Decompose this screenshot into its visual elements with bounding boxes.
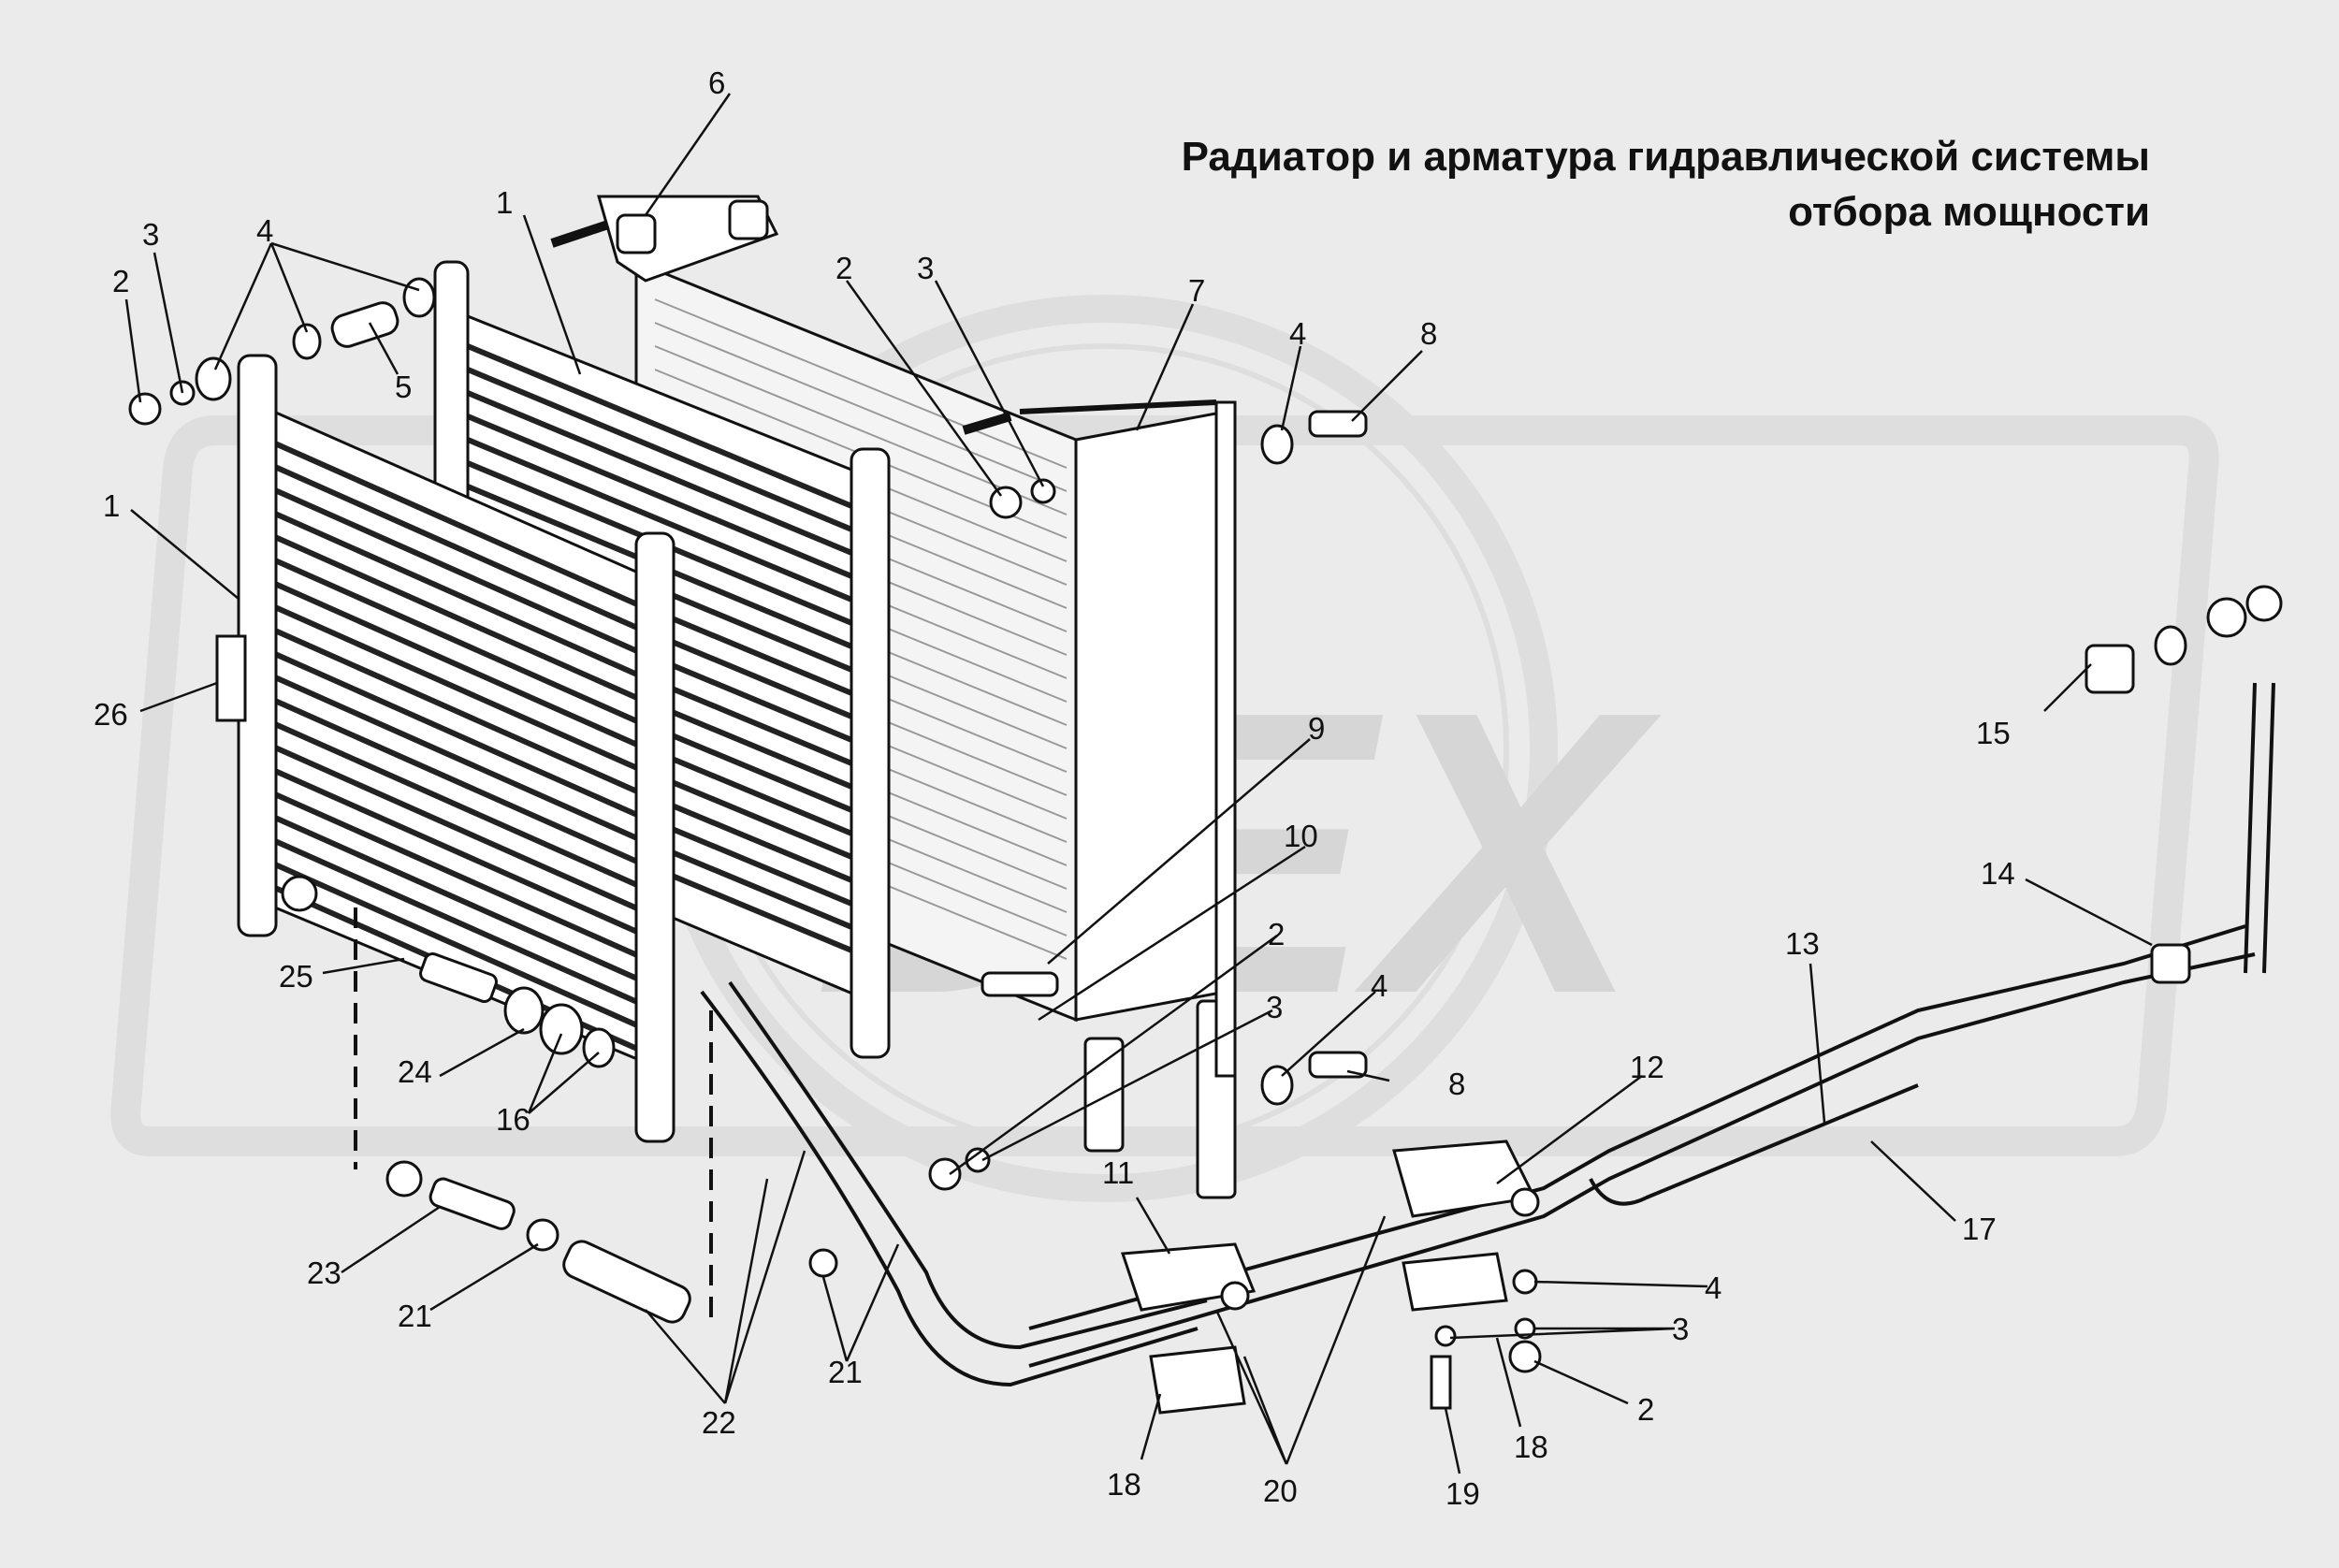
callout-14: 14 <box>1981 856 2015 891</box>
hardware <box>128 277 2283 1410</box>
callout-3: 3 <box>917 251 934 285</box>
callout-25: 25 <box>279 959 313 994</box>
callout-18: 18 <box>1107 1467 1141 1502</box>
callout-9: 9 <box>1308 711 1325 746</box>
callout-2: 2 <box>1268 917 1285 951</box>
callout-1: 1 <box>496 185 513 220</box>
top-bracket <box>550 195 1012 435</box>
callout-8: 8 <box>1448 1067 1465 1101</box>
callout-4: 4 <box>1371 968 1387 1003</box>
callout-23: 23 <box>307 1256 341 1290</box>
callout-numbers: 6 1 3 4 2 5 2 3 7 4 8 1 26 9 10 2 3 4 8 … <box>94 65 2015 1511</box>
callout-24: 24 <box>398 1054 432 1089</box>
radiator-front <box>215 354 676 1143</box>
callout-20: 20 <box>1263 1474 1298 1508</box>
callout-22: 22 <box>702 1405 736 1440</box>
callout-3: 3 <box>1266 990 1283 1024</box>
callout-21: 21 <box>398 1299 432 1333</box>
callout-6: 6 <box>708 65 725 100</box>
callout-21: 21 <box>828 1355 863 1389</box>
callout-2: 2 <box>1637 1392 1654 1427</box>
callout-2: 2 <box>112 264 129 298</box>
callout-3: 3 <box>1672 1312 1689 1346</box>
diagram-title-line-1: Радиатор и арматура гидравлической систе… <box>1181 134 2150 180</box>
callout-15: 15 <box>1976 716 2011 750</box>
callout-12: 12 <box>1630 1050 1664 1084</box>
callout-18: 18 <box>1514 1430 1548 1464</box>
callout-26: 26 <box>94 697 128 732</box>
leader-lines <box>124 93 2153 1474</box>
callout-13: 13 <box>1785 926 1820 961</box>
callout-5: 5 <box>395 370 412 404</box>
callout-19: 19 <box>1446 1476 1480 1511</box>
callout-16: 16 <box>496 1102 530 1137</box>
diagram-title-line-2: отбора мощности <box>1788 189 2150 235</box>
callout-10: 10 <box>1284 819 1318 853</box>
callout-17: 17 <box>1962 1212 1997 1246</box>
callout-4: 4 <box>256 213 273 248</box>
clamp-11 <box>1120 1242 1257 1415</box>
callout-8: 8 <box>1420 316 1437 351</box>
callout-11: 11 <box>1102 1155 1134 1190</box>
callout-4: 4 <box>1705 1270 1722 1305</box>
clamp-12 <box>1392 1140 1540 1312</box>
callout-2: 2 <box>835 251 852 285</box>
callout-4: 4 <box>1289 316 1306 351</box>
callout-1: 1 <box>103 488 120 523</box>
callout-3: 3 <box>142 217 159 252</box>
callout-7: 7 <box>1188 273 1205 308</box>
